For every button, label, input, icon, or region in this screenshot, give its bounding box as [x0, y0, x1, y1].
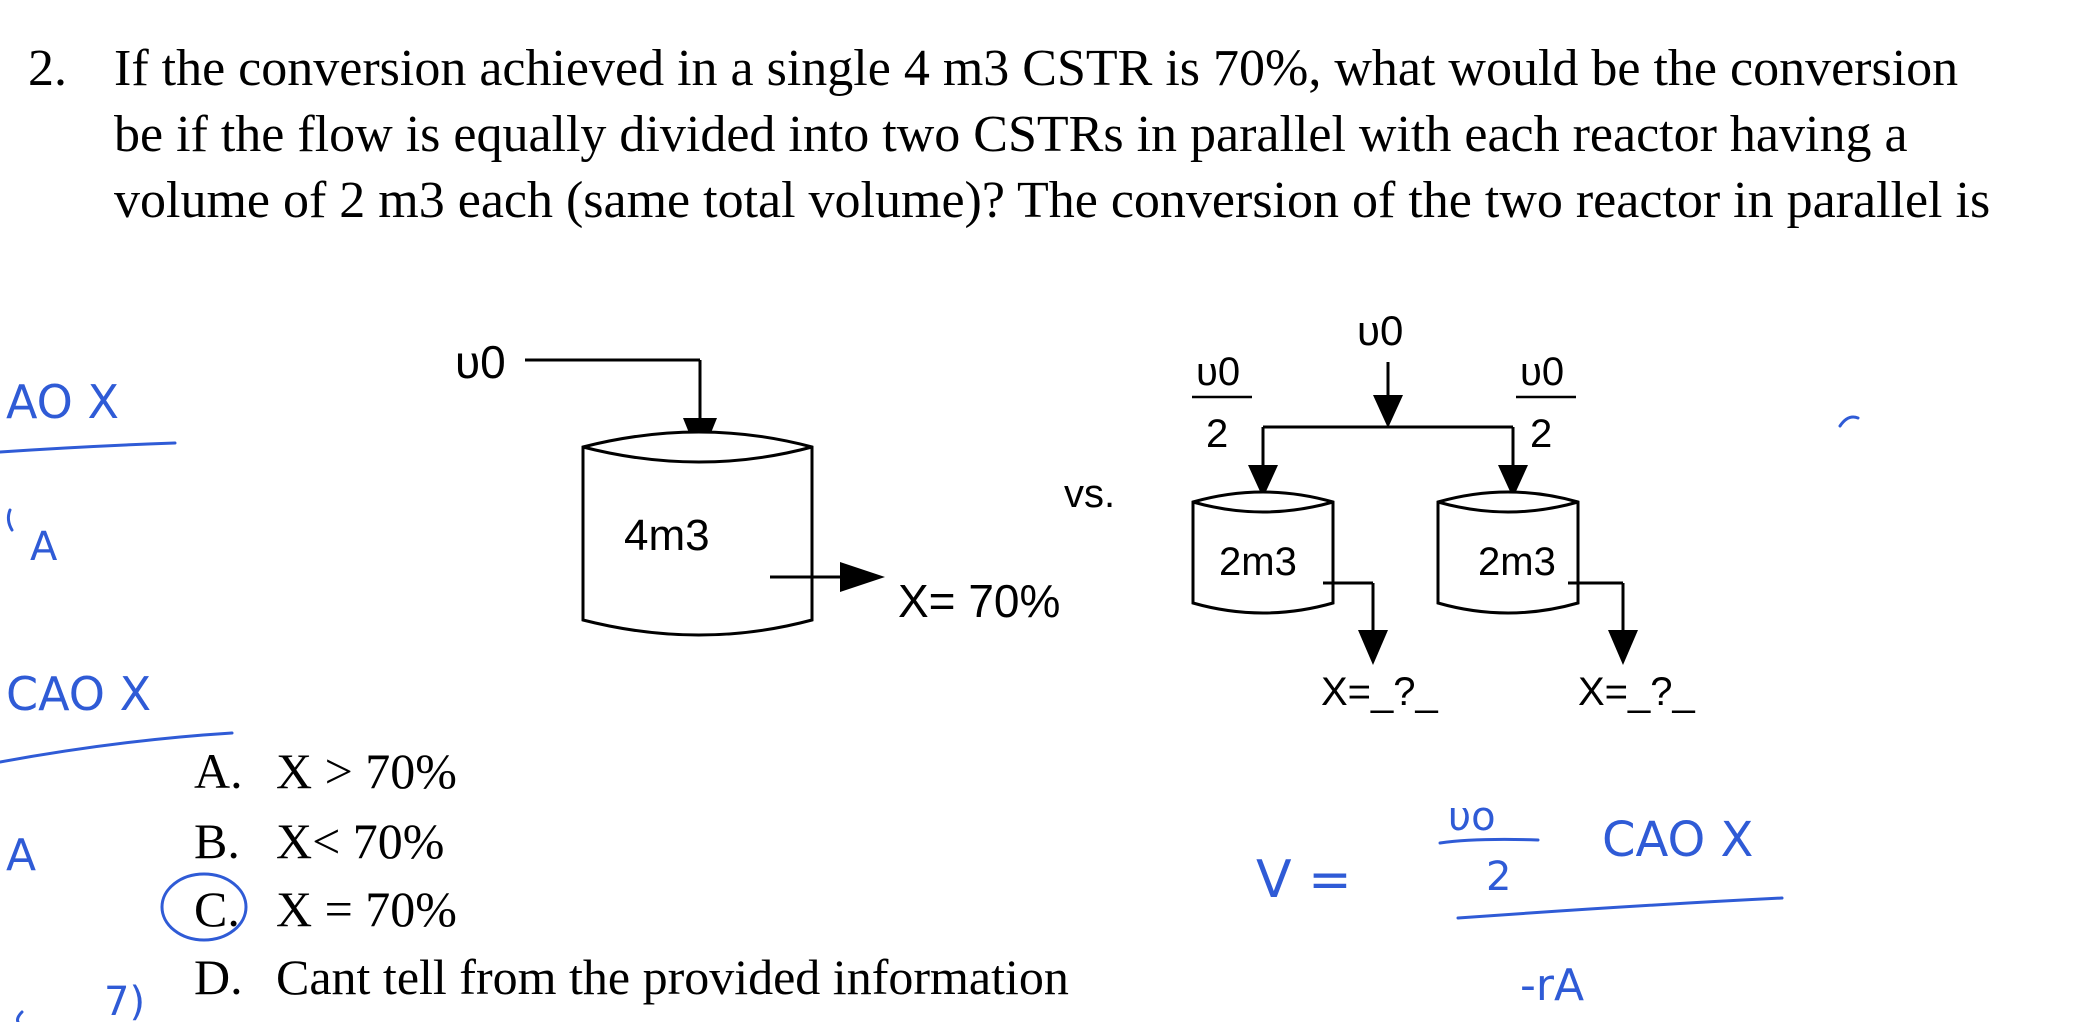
single-volume-label: 4m3: [624, 511, 710, 560]
choice-a-text: X > 70%: [276, 743, 457, 799]
note-stroke-2: [16, 1010, 24, 1022]
choice-b-text: X< 70%: [276, 813, 445, 869]
right-outlet-arrow: [1608, 630, 1638, 665]
note-left-2: A: [30, 524, 58, 570]
handwritten-notes: AO X A CAO X A 7) V = υo 2 CAO X -rA: [0, 375, 1860, 1022]
note-left-1: AO X: [6, 375, 119, 429]
note-stroke-3: [1838, 415, 1860, 428]
choice-d-text: Cant tell from the provided information: [276, 949, 1069, 1005]
note-equation-rhs: CAO X: [1602, 812, 1753, 868]
choice-b-letter: B.: [194, 813, 240, 869]
choice-c-letter: C.: [194, 881, 240, 937]
single-cstr: υ0 4m3 X= 70% vs.: [455, 336, 1115, 637]
note-equation-lhs: V =: [1256, 850, 1352, 910]
note-left-4: A: [6, 830, 36, 881]
choice-c[interactable]: C. X = 70%: [194, 876, 457, 942]
choice-d-letter: D.: [194, 949, 243, 1005]
split-right-denominator: 2: [1530, 412, 1552, 456]
question-line-2: be if the flow is equally divided into t…: [114, 106, 1908, 163]
right-volume-label: 2m3: [1478, 540, 1556, 584]
parallel-top-arrow: [1373, 395, 1403, 428]
single-flow-label: υ0: [455, 336, 506, 388]
split-right-numerator: υ0: [1520, 350, 1564, 394]
choice-b[interactable]: B. X< 70%: [194, 808, 444, 874]
choice-d[interactable]: D. Cant tell from the provided informatio…: [194, 944, 1069, 1010]
single-tank-rim: [582, 445, 813, 464]
note-underline-2: [0, 731, 234, 764]
single-tank: [581, 430, 814, 637]
right-tank: [1436, 490, 1580, 615]
vs-label: vs.: [1064, 472, 1115, 516]
note-equation-numerator: υo: [1448, 794, 1496, 840]
choice-c-circle: [160, 872, 248, 942]
right-conversion-label: X=_?_: [1578, 670, 1696, 714]
note-equation-bottom: -rA: [1520, 960, 1584, 1011]
right-feed-arrow: [1498, 465, 1528, 498]
parallel-cstrs: υ0 υ0 2 υ0 2 2m3 2m3 X=_?_: [1191, 307, 1696, 714]
choice-a-letter: A.: [194, 743, 243, 799]
split-left-numerator: υ0: [1196, 350, 1240, 394]
left-conversion-label: X=_?_: [1321, 670, 1439, 714]
question-line-3: volume of 2 m3 each (same total volume)?…: [114, 172, 1991, 229]
note-left-5: 7): [104, 979, 145, 1022]
note-equation-underline: [1456, 896, 1784, 920]
question-line-1: If the conversion achieved in a single 4…: [114, 40, 1959, 97]
left-tank-rim: [1192, 500, 1334, 514]
left-outlet-arrow: [1358, 630, 1388, 665]
left-volume-label: 2m3: [1219, 540, 1297, 584]
left-tank: [1191, 490, 1335, 615]
split-left-denominator: 2: [1206, 412, 1228, 456]
single-conversion-label: X= 70%: [898, 575, 1060, 627]
note-left-3: CAO X: [6, 667, 151, 721]
choice-c-text: X = 70%: [276, 881, 457, 937]
parallel-top-flow-label: υ0: [1357, 307, 1403, 354]
choice-a[interactable]: A. X > 70%: [194, 738, 457, 804]
question-number: 2.: [28, 40, 67, 97]
note-equation-denominator: 2: [1486, 854, 1511, 900]
right-tank-rim: [1437, 500, 1579, 514]
note-fraction-bar: [1438, 837, 1540, 845]
note-underline-1: [0, 441, 177, 454]
left-feed-arrow: [1248, 465, 1278, 498]
single-outlet-arrow: [840, 562, 885, 592]
note-stroke-1: [6, 508, 14, 532]
